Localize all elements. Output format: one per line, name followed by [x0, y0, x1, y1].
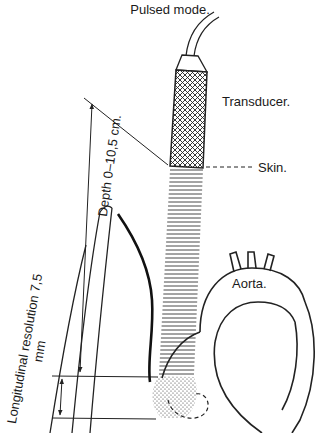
- beam-stripe: [167, 234, 201, 235]
- beam-stripe: [159, 374, 194, 375]
- beam-stripe: [164, 286, 198, 287]
- beam-stripe: [168, 210, 201, 211]
- beam-stripe: [160, 362, 195, 363]
- dimension-label: Depth 0–10,5 cm.: [94, 113, 123, 217]
- beam-stripe: [163, 302, 197, 303]
- beam-stripe: [166, 242, 200, 243]
- beam-stripe: [160, 350, 195, 351]
- beam-stripe: [165, 270, 199, 271]
- beam-stripe: [162, 326, 197, 327]
- beam-stripe: [164, 290, 198, 291]
- beam-stripe: [166, 250, 200, 251]
- leader-line: [206, 167, 254, 168]
- beam-stripe: [167, 226, 201, 227]
- heart-border: [118, 214, 152, 382]
- part-label: Aorta.: [232, 276, 267, 291]
- beam-stripe: [161, 338, 196, 339]
- beam-stripe: [159, 366, 194, 367]
- sample-volume: [152, 376, 196, 418]
- aorta: [200, 252, 305, 342]
- beam-stripe: [168, 206, 201, 207]
- beam-stripe: [161, 342, 196, 343]
- beam-stripe: [164, 282, 198, 283]
- beam-stripe: [164, 274, 198, 275]
- beam-stripe: [166, 246, 200, 247]
- beam-stripe: [167, 218, 200, 219]
- transducer-body: [170, 70, 207, 168]
- sternum: [50, 206, 112, 433]
- beam-stripe: [165, 266, 199, 267]
- beam-stripe: [165, 254, 199, 255]
- beam-stripe: [167, 230, 201, 231]
- beam-stripe: [161, 330, 196, 331]
- beam-stripe: [168, 214, 201, 215]
- beam-stripe: [161, 334, 196, 335]
- beam-stripe: [169, 186, 202, 187]
- part-label: Skin.: [258, 160, 287, 175]
- beam-stripe: [165, 258, 199, 259]
- beam-stripe: [170, 178, 203, 179]
- beam-stripe: [168, 202, 201, 203]
- beam-stripe: [162, 322, 196, 323]
- dimension-label: Longitudinal resolution 7,5 mm: [4, 273, 60, 428]
- beam-stripe: [169, 190, 202, 191]
- cable: [194, 17, 219, 56]
- beam-stripe: [162, 314, 196, 315]
- beam-stripe: [164, 278, 198, 279]
- beam-stripe: [166, 238, 200, 239]
- dimension-lines: [52, 98, 168, 419]
- beam-stripe: [168, 198, 201, 199]
- beam-stripe: [169, 194, 202, 195]
- beam-stripe: [160, 354, 195, 355]
- beam-stripe: [163, 306, 197, 307]
- beam-stripe: [169, 182, 202, 183]
- beam-stripe: [162, 310, 196, 311]
- beam-stripe: [163, 294, 197, 295]
- beam-stripe: [170, 174, 203, 175]
- cable: [186, 12, 214, 56]
- beam-stripe: [167, 222, 201, 223]
- beam-stripe: [163, 298, 197, 299]
- part-label: Transducer.: [222, 94, 290, 109]
- beam-stripe: [160, 358, 195, 359]
- heart-outline: [162, 302, 314, 433]
- beam-stripe: [170, 170, 203, 171]
- beam-stripe: [162, 318, 196, 319]
- probe-neck: [176, 55, 207, 72]
- diagram-title: Pulsed mode.: [130, 2, 210, 17]
- beam-stripe: [165, 262, 199, 263]
